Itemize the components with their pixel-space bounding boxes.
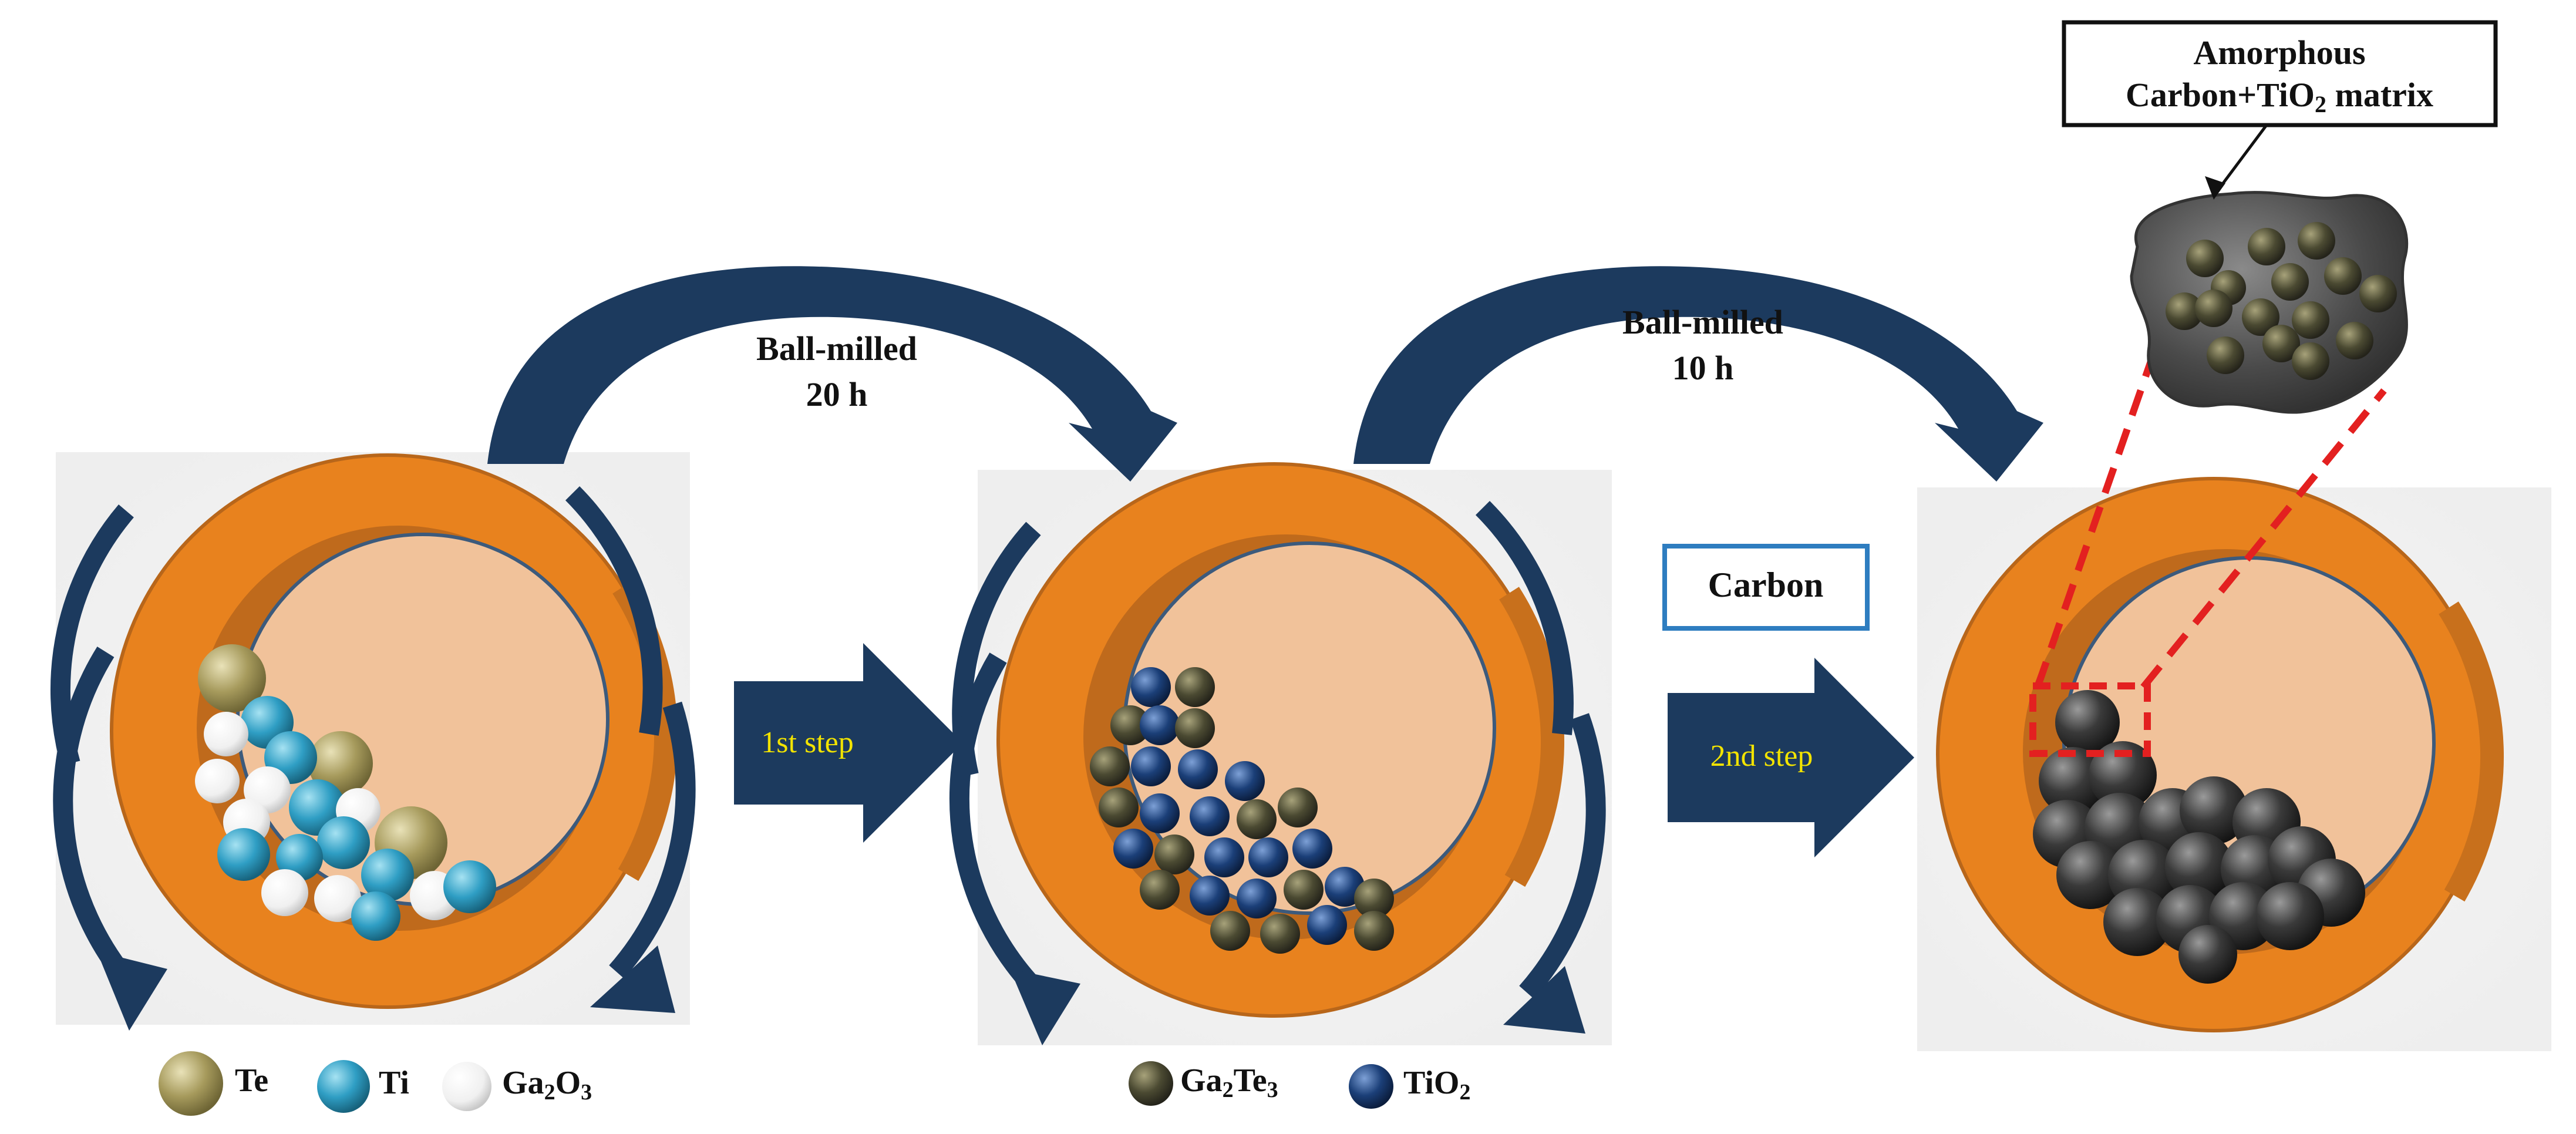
zoom-line-right [2140, 388, 2387, 689]
jar-3 [1917, 348, 2551, 1051]
ga2o3-legend-ball-icon [442, 1062, 491, 1111]
legend-ga2o3-part-1: Ga [502, 1065, 544, 1101]
step-1-label: 1st step [761, 726, 854, 759]
legend-ga2te3-part-1: Ga [1180, 1062, 1223, 1099]
arc-2-label-line-1: Ball-milled [1622, 303, 1783, 341]
step-1-arrow [734, 643, 963, 843]
jar-1 [50, 452, 696, 1031]
matrix-box-line-2-sub: 2 [2315, 91, 2327, 117]
legend-ga2o3-sub-1: 2 [544, 1080, 555, 1105]
ti-legend-ball-icon [317, 1060, 370, 1113]
carbon-box-label: Carbon [1708, 566, 1824, 604]
arc-2-label: Ball-milled 10 h [1622, 300, 1783, 391]
arc-1-label-line-2: 20 h [806, 375, 868, 413]
jar-2 [949, 462, 1612, 1045]
carbon-box [1662, 544, 1870, 631]
zoom-selection-box [2029, 682, 2151, 757]
legend-ga2te3-sub-2: 3 [1267, 1078, 1278, 1102]
matrix-box-line-1: Amorphous [2193, 33, 2366, 72]
matrix-box-line-2-suffix: matrix [2326, 76, 2434, 114]
step-2-arrow [1668, 658, 1914, 857]
ga2te3-legend-ball-icon [1129, 1061, 1173, 1106]
legend-ga2te3-part-2: Te [1233, 1062, 1267, 1099]
jar-3-balls [2033, 690, 2365, 984]
te-legend-ball-icon [159, 1051, 223, 1116]
legend-tio2-sub: 2 [1459, 1080, 1471, 1105]
arc-2-label-line-2: 10 h [1672, 349, 1734, 387]
amorphous-matrix-particle [2130, 191, 2409, 414]
arc-arrow-1 [487, 266, 1177, 482]
matrix-box-line-2-prefix: Carbon+TiO [2125, 76, 2315, 114]
arc-1-label: Ball-milled 20 h [756, 326, 917, 418]
matrix-box-label: Amorphous Carbon+TiO2 matrix [2126, 32, 2433, 126]
legend-ti-label: Ti [379, 1065, 409, 1101]
jar-2-balls [1090, 667, 1394, 954]
arc-1-label-line-1: Ball-milled [756, 329, 917, 368]
zoom-line-left [2034, 348, 2159, 688]
matrix-label-box [2062, 20, 2498, 127]
legend-ga2o3-label: Ga2O3 [502, 1064, 592, 1105]
legend-mid-icons [1129, 1061, 1393, 1109]
legend-ga2o3-part-2: O [555, 1065, 581, 1101]
legend-ga2te3-label: Ga2Te3 [1180, 1062, 1278, 1103]
legend-te-label: Te [235, 1062, 269, 1099]
legend-ga2te3-sub-1: 2 [1222, 1078, 1234, 1102]
legend-tio2-part-1: TiO [1403, 1065, 1460, 1101]
legend-tio2-label: TiO2 [1403, 1064, 1470, 1105]
step-2-label: 2nd step [1710, 739, 1813, 773]
matrix-box-line-2: Carbon+TiO2 matrix [2126, 74, 2433, 126]
matrix-pointer-line [2218, 124, 2268, 189]
jar-1-balls [195, 644, 496, 941]
tio2-legend-ball-icon [1349, 1064, 1393, 1109]
legend-left-icons [159, 1051, 491, 1116]
legend-ga2o3-sub-2: 3 [581, 1080, 592, 1105]
arc-arrow-2 [1353, 266, 2043, 482]
